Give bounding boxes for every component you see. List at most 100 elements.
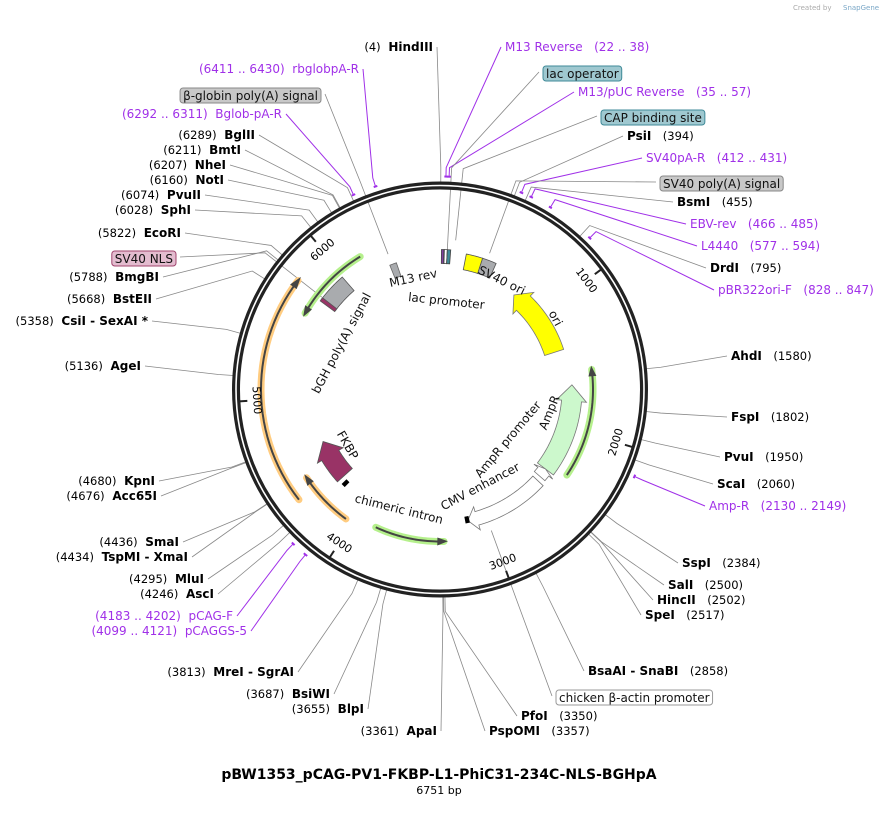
enzyme-position: (3357) — [551, 724, 589, 738]
enzyme-site-bsaai-snabi[interactable]: BsaAI - SnaBI (2858) — [588, 664, 728, 678]
feature-label-chicken-actin-promoter[interactable]: chicken β-actin promoter — [555, 689, 714, 706]
enzyme-site-pvuii[interactable]: (6074) PvuII — [121, 188, 201, 202]
enzyme-site-ecori[interactable]: (5822) EcoRI — [98, 226, 181, 240]
m13-rev-feature[interactable] — [389, 262, 402, 279]
enzyme-site-bglii[interactable]: (6289) BglII — [178, 128, 255, 142]
enzyme-leader-line — [513, 135, 624, 197]
primer-name: EBV-rev — [690, 217, 736, 231]
primer-leader-line — [549, 199, 698, 247]
enzyme-site-drdi[interactable]: DrdI (795) — [710, 261, 781, 275]
feature-label-lac-operator[interactable]: lac operator — [542, 65, 623, 82]
enzyme-site-sspi[interactable]: SspI (2384) — [682, 556, 761, 570]
orf-green-right[interactable] — [566, 369, 594, 476]
primer-rbglobpa-r[interactable]: (6411 .. 6430) rbglobpA-R — [199, 62, 359, 76]
enzyme-site-scai[interactable]: ScaI (2060) — [717, 477, 795, 491]
enzyme-site-fspi[interactable]: FspI (1802) — [731, 410, 809, 424]
enzyme-site-bmti[interactable]: (6211) BmtI — [163, 143, 241, 157]
primer-m13-reverse[interactable]: M13 Reverse (22 .. 38) — [505, 40, 649, 54]
feature-chimeric-intron-label: chimeric intron — [353, 491, 444, 526]
tick-mark — [328, 550, 335, 559]
ampr-promoter-arrow[interactable] — [533, 463, 554, 482]
enzyme-leader-line — [144, 365, 234, 376]
enzyme-name: PvuII — [167, 188, 201, 202]
enzyme-site-smai[interactable]: (4436) SmaI — [99, 535, 179, 549]
feature-label-text: β-globin poly(A) signal — [183, 89, 318, 103]
enzyme-site-spei[interactable]: SpeI (2517) — [645, 608, 725, 622]
orf-green-upper-left[interactable] — [304, 255, 361, 314]
enzyme-leader-line — [440, 596, 444, 732]
ampr-arrow[interactable] — [536, 384, 588, 476]
enzyme-position: (4295) — [129, 572, 167, 586]
branding-text: Created by — [793, 4, 832, 12]
enzyme-name: DrdI — [710, 261, 739, 275]
feature-leader-line — [324, 93, 389, 255]
enzyme-site-bmgbi[interactable]: (5788) BmgBI — [69, 270, 159, 284]
cap-site-feature[interactable] — [446, 249, 452, 265]
orf-orange-inner[interactable] — [305, 477, 347, 520]
primer-leader-line — [530, 188, 687, 225]
enzyme-leader-line — [204, 194, 319, 223]
feature-label-globin-poly-a-signal[interactable]: β-globin poly(A) signal — [179, 87, 322, 104]
cmv-enhancer-arrow[interactable] — [467, 475, 544, 531]
orf-orange-outer-head — [290, 276, 301, 290]
enzyme-site-bsmi[interactable]: BsmI (455) — [677, 195, 753, 209]
enzyme-position: (394) — [663, 129, 694, 143]
enzyme-site-pspomi[interactable]: PspOMI (3357) — [489, 724, 590, 738]
enzyme-site-pvui[interactable]: PvuI (1950) — [724, 450, 803, 464]
enzyme-name: MreI - SgrAI — [213, 665, 294, 679]
chimeric-intron-start-mark[interactable] — [341, 479, 350, 488]
enzyme-site-hindiii[interactable]: (4) HindIII — [364, 40, 433, 54]
ori-arrow[interactable] — [512, 291, 565, 357]
feature-label-sv40-nls[interactable]: SV40 NLS — [111, 250, 177, 267]
enzyme-site-mlui[interactable]: (4295) MluI — [129, 572, 204, 586]
orf-green-bottom[interactable] — [375, 526, 444, 543]
enzyme-site-pfoi[interactable]: PfoI (3350) — [521, 709, 597, 723]
orf-orange-outer[interactable] — [260, 279, 300, 501]
primer-bglob-pa-r[interactable]: (6292 .. 6311) Bglob-pA-R — [122, 107, 282, 121]
enzyme-site-hincii[interactable]: HincII (2502) — [657, 593, 745, 607]
primer-ebv-rev[interactable]: EBV-rev (466 .. 485) — [690, 217, 818, 231]
primer-pcaggs-5[interactable]: (4099 .. 4121) pCAGGS-5 — [91, 624, 247, 638]
feature-label-cap-binding-site[interactable]: CAP binding site — [600, 109, 706, 126]
enzyme-site-sphi[interactable]: (6028) SphI — [115, 203, 191, 217]
enzyme-site-agei[interactable]: (5136) AgeI — [65, 359, 141, 373]
sv40-polya-feature[interactable] — [477, 257, 497, 279]
primer-amp-r[interactable]: Amp-R (2130 .. 2149) — [709, 499, 846, 513]
primer-m13-puc-reverse[interactable]: M13/pUC Reverse (35 .. 57) — [578, 85, 751, 99]
orf-green-upper-left-head — [303, 305, 312, 317]
enzyme-site-psii[interactable]: PsiI (394) — [627, 129, 694, 143]
enzyme-site-sali[interactable]: SalI (2500) — [668, 578, 743, 592]
enzyme-site-csii-sexai[interactable]: (5358) CsiI - SexAI * — [16, 314, 149, 328]
feature-label-sv40-poly-a-signal[interactable]: SV40 poly(A) signal — [659, 175, 784, 192]
orf-orange-inner-glow — [303, 474, 350, 523]
fkbp-arrow[interactable] — [316, 441, 353, 483]
enzyme-site-acc65i[interactable]: (4676) Acc65I — [66, 489, 157, 503]
enzyme-site-nhei[interactable]: (6207) NheI — [149, 158, 226, 172]
enzyme-site-ahdi[interactable]: AhdI (1580) — [731, 349, 812, 363]
enzyme-site-asci[interactable]: (4246) AscI — [140, 587, 214, 601]
chimeric-intron-end-mark[interactable] — [464, 515, 470, 524]
enzyme-name: BsaAI - SnaBI — [588, 664, 678, 678]
primer-name: pCAG-F — [188, 609, 233, 623]
lac-operator-feature[interactable] — [440, 249, 445, 264]
enzyme-site-blpi[interactable]: (3655) BlpI — [292, 702, 364, 716]
enzyme-site-bsteii[interactable]: (5668) BstEII — [67, 292, 152, 306]
enzyme-site-kpni[interactable]: (4680) KpnI — [78, 474, 155, 488]
enzyme-site-tspmi-xmai[interactable]: (4434) TspMI - XmaI — [56, 550, 188, 564]
enzyme-site-bsiwi[interactable]: (3687) BsiWI — [246, 687, 330, 701]
enzyme-site-apai[interactable]: (3361) ApaI — [361, 724, 437, 738]
enzyme-site-mrei-sgrai[interactable]: (3813) MreI - SgrAI — [167, 665, 294, 679]
primer-pbr322ori-f[interactable]: pBR322ori-F (828 .. 847) — [718, 283, 874, 297]
enzyme-leader-line — [244, 149, 341, 209]
enzyme-name: AgeI — [111, 359, 141, 373]
primer-pcag-f[interactable]: (4183 .. 4202) pCAG-F — [95, 609, 233, 623]
orf-orange-inner-head — [304, 474, 314, 486]
bgh-polya-feature[interactable] — [320, 276, 355, 312]
enzyme-position: (4246) — [140, 587, 178, 601]
primer-sv40pa-r[interactable]: SV40pA-R (412 .. 431) — [646, 151, 787, 165]
primer-l4440[interactable]: L4440 (577 .. 594) — [701, 239, 820, 253]
sv40-nls-feature[interactable] — [319, 297, 338, 313]
enzyme-site-noti[interactable]: (6160) NotI — [150, 173, 224, 187]
feature-label-text: lac operator — [546, 67, 619, 81]
enzyme-position: (1802) — [771, 410, 809, 424]
